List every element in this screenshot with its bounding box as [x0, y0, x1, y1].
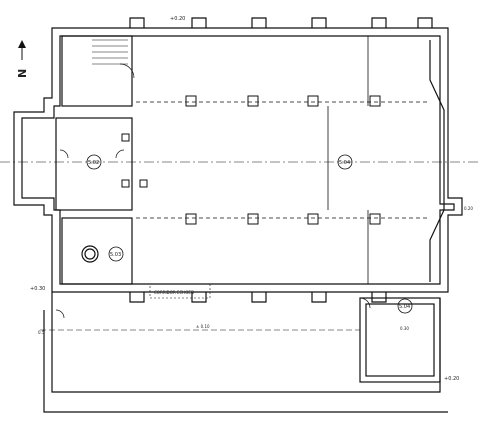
elevation-top: +0.20 [170, 16, 185, 22]
aisle-lines [136, 101, 430, 219]
north-label: N [16, 69, 29, 78]
font-circle-inner [84, 248, 96, 260]
apse-wall [429, 40, 445, 282]
room-tag-yard: 0.30 [400, 326, 409, 331]
west-room [55, 117, 133, 211]
southwest-room [61, 217, 133, 285]
room-tag-nave: 5.04 [339, 160, 350, 166]
stair-treads [92, 39, 128, 65]
stair-room [61, 35, 133, 107]
yard-dimension: ± 0.10 [196, 324, 210, 329]
southeast-room [359, 297, 441, 383]
corridor-note: CORRIDOR ECHOED [154, 290, 194, 295]
elevation-right-side: 0.20 [464, 206, 473, 211]
southeast-room-inner [365, 303, 435, 377]
columns [121, 95, 381, 225]
north-arrow: N [16, 40, 29, 78]
font-circle [81, 245, 99, 263]
room-tag-west: 5.02 [88, 160, 99, 166]
top-buttresses [129, 17, 433, 28]
elevation-bottom-right: +0.20 [444, 376, 459, 382]
elevation-left: +0.30 [30, 286, 45, 292]
room-tag-southwest: 5.03 [110, 252, 121, 258]
corridor-note-box [149, 283, 211, 299]
south-yard-outline [43, 292, 448, 413]
door-swings [55, 63, 371, 319]
elevation-mid-left: 0.5 [38, 330, 45, 335]
bottom-buttresses [129, 292, 387, 303]
room-tag-southeast: 5.04 [399, 304, 410, 310]
outer-wall [13, 27, 463, 293]
